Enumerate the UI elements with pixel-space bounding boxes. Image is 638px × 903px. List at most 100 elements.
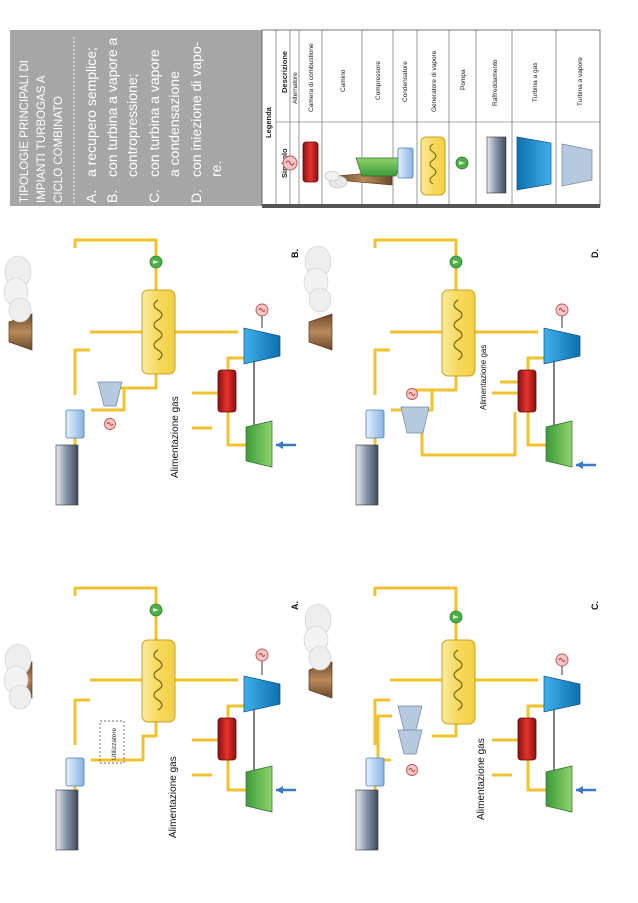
legend-label-pump: Pompa — [460, 69, 467, 90]
diagram-d-gas-label: Alimentazione gas — [479, 345, 488, 410]
cooling-icon — [486, 136, 507, 194]
legend-label-condenser: Condensatore — [402, 61, 409, 102]
compressor-icon — [355, 157, 403, 177]
diagram-d-letter: D. — [590, 249, 600, 258]
diagram-b-steam-generator — [141, 289, 176, 375]
legend-label-combustion: Camera di combustione — [308, 43, 315, 112]
alternator-icon — [282, 155, 298, 171]
legend: Legenda Simbolo Descrizione Alternatore … — [261, 29, 601, 207]
diagram-a-cooling — [55, 789, 79, 851]
diagram-c-condenser — [365, 757, 385, 787]
diagram-c-pump — [449, 610, 463, 624]
combustion-chamber-icon — [302, 141, 319, 183]
diagram-c-smoke — [303, 603, 332, 671]
item-d-line-2: re. — [208, 161, 224, 177]
diagram-d-cooling — [355, 444, 379, 506]
diagram-b-pipes — [73, 238, 254, 447]
item-d-letter: D. — [188, 189, 204, 203]
diagram-c-chimney — [308, 661, 333, 699]
item-d-line-1: con iniezione di vapo- — [188, 41, 204, 177]
diagram-b-steam-alternator — [104, 418, 116, 430]
legend-label-steam-generator: Generatore di vapore — [431, 50, 438, 112]
diagram-b-cooling — [55, 444, 79, 506]
legend-label-steam-turbine: Turbina a vapore — [577, 57, 584, 106]
diagram-c-gas-label: Alimentazione gas — [476, 738, 487, 820]
diagram-d-steam-alternator — [406, 388, 418, 400]
diagram-b: Alimentazione gas B. — [3, 238, 300, 506]
diagram-b-combustion-chamber — [217, 369, 237, 413]
diagram-a-alternator — [255, 648, 269, 662]
diagram-a: Utilizzatore Alimentazione gas A. — [3, 586, 300, 851]
diagram-b-gas-label: Alimentazione gas — [170, 396, 181, 478]
diagram-a-steam-generator — [141, 639, 176, 723]
condenser-icon — [397, 147, 414, 179]
diagram-c-letter: C. — [590, 601, 600, 610]
diagram-c-steam-alternator — [406, 764, 418, 776]
item-c-line-2: a condensazione — [166, 71, 182, 177]
item-b-line-1: con turbina a vapore a — [104, 37, 120, 177]
diagram-b-smoke — [3, 255, 32, 323]
diagram-d-combustion-chamber — [517, 369, 537, 413]
legend-label-gas-turbine: Turbina a gas — [532, 62, 539, 102]
item-c-letter: C. — [146, 189, 162, 203]
diagram-c-combustion-chamber — [517, 717, 537, 761]
diagram-a-compressor — [245, 765, 273, 813]
legend-label-cooling: Raffreddamento — [492, 59, 499, 106]
diagram-b-pump — [149, 255, 163, 269]
diagram-b-condenser — [65, 409, 85, 439]
diagram-a-letter: A. — [290, 601, 300, 610]
item-a-line-1: a recupero semplice; — [83, 47, 99, 177]
legend-title: Legenda — [264, 106, 273, 138]
diagram-d-alternator — [555, 303, 569, 317]
legend-bottom-bar — [262, 204, 600, 208]
diagram-a-user-box — [99, 720, 125, 764]
diagram-b-letter: B. — [290, 249, 300, 258]
diagram-d-smoke — [303, 245, 332, 313]
diagram-d-condenser — [365, 409, 385, 439]
diagram-b-compressor — [245, 420, 273, 468]
diagram-c-compressor — [545, 765, 573, 813]
item-b-line-2: contropressione; — [124, 73, 140, 177]
diagram-b-alternator — [255, 303, 269, 317]
diagram-a-pump — [149, 603, 163, 617]
header-title-line-3: CICLO COMBINATO — [53, 96, 65, 203]
item-c-line-1: con turbina a vapore — [146, 49, 162, 177]
steam-turbine-icon — [561, 143, 593, 187]
diagram-c-alternator — [555, 653, 569, 667]
diagram-a-gas-turbine — [243, 675, 281, 713]
header-panel — [10, 30, 262, 206]
diagram-c-gas-turbine — [543, 675, 581, 713]
diagram-d-steam-generator — [441, 289, 476, 377]
diagram-d-chimney — [308, 313, 333, 351]
diagram-b-steam-turbine — [97, 381, 123, 407]
diagram-d-gas-turbine — [543, 327, 581, 365]
diagram-d-pump — [449, 255, 463, 269]
diagram-d: Alimentazione gas D. — [303, 238, 600, 506]
diagram-a-condenser — [65, 757, 85, 787]
diagram-b-gas-turbine — [243, 327, 281, 365]
diagram-c-steam-turbine-hp — [397, 705, 423, 731]
steam-generator-icon — [420, 136, 446, 196]
diagram-a-user-label: Utilizzatore — [111, 727, 118, 760]
item-a-letter: A. — [83, 190, 99, 203]
diagram-a-combustion-chamber — [217, 717, 237, 761]
diagram-c-steam-generator — [441, 639, 476, 725]
legend-label-compressor: Compressore — [375, 61, 382, 100]
diagram-d-steam-turbine — [400, 406, 430, 434]
legend-label-alternator: Alternatore — [292, 72, 299, 104]
gas-turbine-icon — [516, 136, 552, 191]
header-title-line-1: TIPOLOGIE PRINCIPALI DI — [19, 60, 31, 203]
legend-col-description: Descrizione — [280, 51, 289, 93]
diagram-b-chimney — [8, 313, 33, 351]
legend-label-chimney: Camino — [340, 69, 347, 92]
header-text: TIPOLOGIE PRINCIPALI DI IMPIANTI TURBOGA… — [19, 35, 224, 203]
diagram-a-gas-label: Alimentazione gas — [168, 756, 179, 838]
pump-icon — [455, 156, 469, 170]
diagram-c-steam-turbine-lp — [397, 729, 423, 755]
diagram-d-compressor — [545, 420, 573, 468]
item-b-letter: B. — [104, 190, 120, 203]
diagram-a-smoke — [3, 643, 32, 710]
diagram-c-cooling — [355, 789, 379, 851]
